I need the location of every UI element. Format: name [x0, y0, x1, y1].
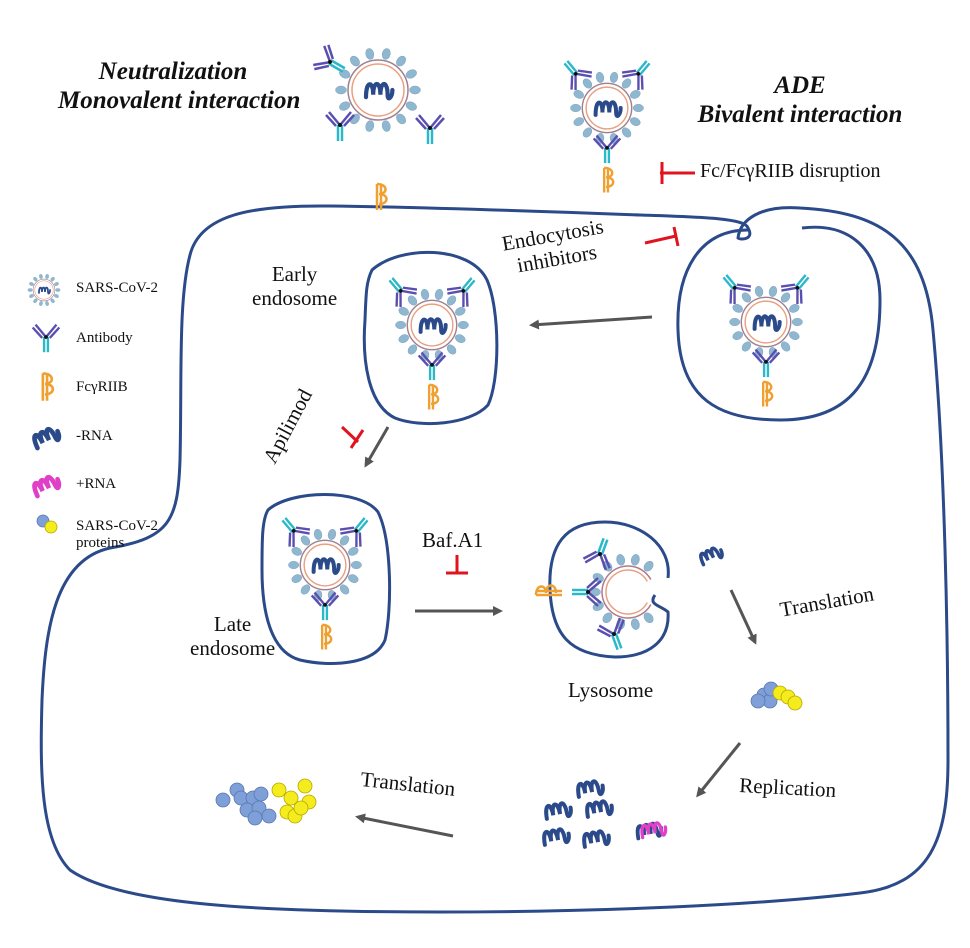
legend-negative-rna-icon — [32, 427, 62, 451]
fcgriib-receptor-icon — [320, 623, 333, 650]
legend-label-sars-cov-2: SARS-CoV-2 — [76, 280, 158, 296]
ade-title: ADE Bivalent interaction — [660, 72, 940, 130]
translation-arrow-lower — [355, 813, 454, 838]
antibody-icon — [780, 274, 810, 304]
early-endosome-line1: Early — [271, 262, 318, 286]
fcgriib-receptor-icon — [375, 182, 388, 210]
antibody-icon — [582, 537, 611, 571]
replicated-negative-rna-icon — [576, 779, 605, 799]
lysosome-label: Lysosome — [568, 678, 654, 702]
fcgriib-receptor-icon — [761, 380, 774, 407]
endocytosis-inhibitor-icon — [644, 226, 680, 247]
fcgriib-receptor-icon — [534, 584, 562, 597]
legend-label-fcgriib: FcγRIIB — [76, 379, 128, 395]
antibody-icon — [325, 111, 355, 141]
early-endosome-virion-complex-icon — [388, 277, 476, 410]
early-endosome-membrane — [362, 250, 499, 426]
vesicle-virion-complex-icon — [722, 274, 810, 407]
antibody-icon — [572, 577, 602, 607]
bafa1-label: Baf.A1 — [422, 528, 484, 552]
cell-membrane — [39, 204, 950, 914]
legend-label-proteins-line1: SARS-CoV-2 — [76, 518, 158, 534]
bafa1-inhibitor-icon — [446, 555, 468, 575]
antibody-icon — [446, 277, 476, 307]
endocytosis-arrow — [529, 315, 653, 330]
legend-virion-icon — [27, 274, 61, 306]
ade-title-line1: ADE — [774, 72, 826, 99]
early-endosome-label: Early endosome — [252, 262, 337, 310]
early-endosome-line2: endosome — [252, 286, 338, 311]
replicated-negative-rna-icon — [585, 799, 614, 819]
antibody-icon — [592, 134, 622, 164]
neutralizing-virion-icon — [313, 44, 445, 144]
fc-disruption-inhibitor-icon — [660, 162, 695, 184]
apilimod-inhibitor-icon — [340, 425, 365, 449]
legend-label-proteins: SARS-CoV-2 proteins — [76, 518, 158, 553]
antibody-icon — [596, 617, 625, 651]
ade-virion-complex-icon — [563, 60, 651, 193]
replicated-negative-rna-icon — [542, 827, 571, 847]
lysosome-virion-icon — [534, 537, 654, 651]
fcgriib-receptor-icon — [427, 383, 440, 410]
legend-label-proteins-line2: proteins — [76, 535, 125, 552]
legend-proteins-icon — [36, 514, 58, 534]
late-endosome-membrane — [260, 493, 392, 665]
fcgriib-receptor-icon — [602, 166, 615, 193]
replication-label: Replication — [738, 773, 837, 803]
early-to-late-arrow — [364, 426, 390, 468]
replicated-negative-rna-icon — [544, 801, 573, 821]
neutralization-title: Neutralization Monovalent interaction — [58, 58, 301, 116]
antibody-icon — [563, 60, 593, 90]
viral-proteins-cluster-large-icon — [215, 778, 317, 826]
neutralization-title-line1: Neutralization — [98, 58, 248, 85]
legend-fcgriib-icon — [41, 372, 55, 401]
antibody-icon — [415, 114, 445, 144]
antibody-icon — [310, 591, 340, 621]
replicated-dsrna-icon — [635, 821, 668, 841]
antibody-icon — [388, 277, 418, 307]
endocytic-vesicle-membrane — [676, 225, 882, 422]
legend-label-negative-rna: -RNA — [76, 428, 113, 444]
lysosome-membrane — [548, 520, 670, 659]
antibody-icon — [722, 274, 752, 304]
replication-arrow — [696, 742, 742, 798]
late-endosome-virion-complex-icon — [281, 517, 369, 650]
late-endosome-line1: Late — [213, 612, 252, 636]
translation-arrow-upper — [729, 589, 757, 645]
legend-label-positive-rna: +RNA — [76, 476, 117, 492]
ade-title-line2: Bivalent interaction — [697, 100, 903, 128]
neutralization-title-line2: Monovalent interaction — [58, 86, 301, 114]
legend-label-antibody: Antibody — [76, 330, 133, 346]
legend-positive-rna-icon — [32, 475, 62, 499]
antibody-icon — [417, 351, 447, 381]
released-negative-rna-icon — [699, 546, 724, 567]
viral-proteins-cluster-small-icon — [750, 681, 803, 711]
late-endosome-label: Late endosome — [190, 612, 275, 660]
late-endosome-line2: endosome — [190, 636, 276, 661]
fc-disruption-label: Fc/FcγRIIB disruption — [700, 160, 881, 182]
antibody-icon — [621, 60, 651, 90]
antibody-icon — [751, 348, 781, 378]
replicated-negative-rna-icon — [582, 829, 611, 849]
legend-antibody-icon — [31, 323, 61, 353]
antibody-icon — [281, 517, 311, 547]
antibody-icon — [313, 44, 346, 73]
antibody-icon — [339, 517, 369, 547]
